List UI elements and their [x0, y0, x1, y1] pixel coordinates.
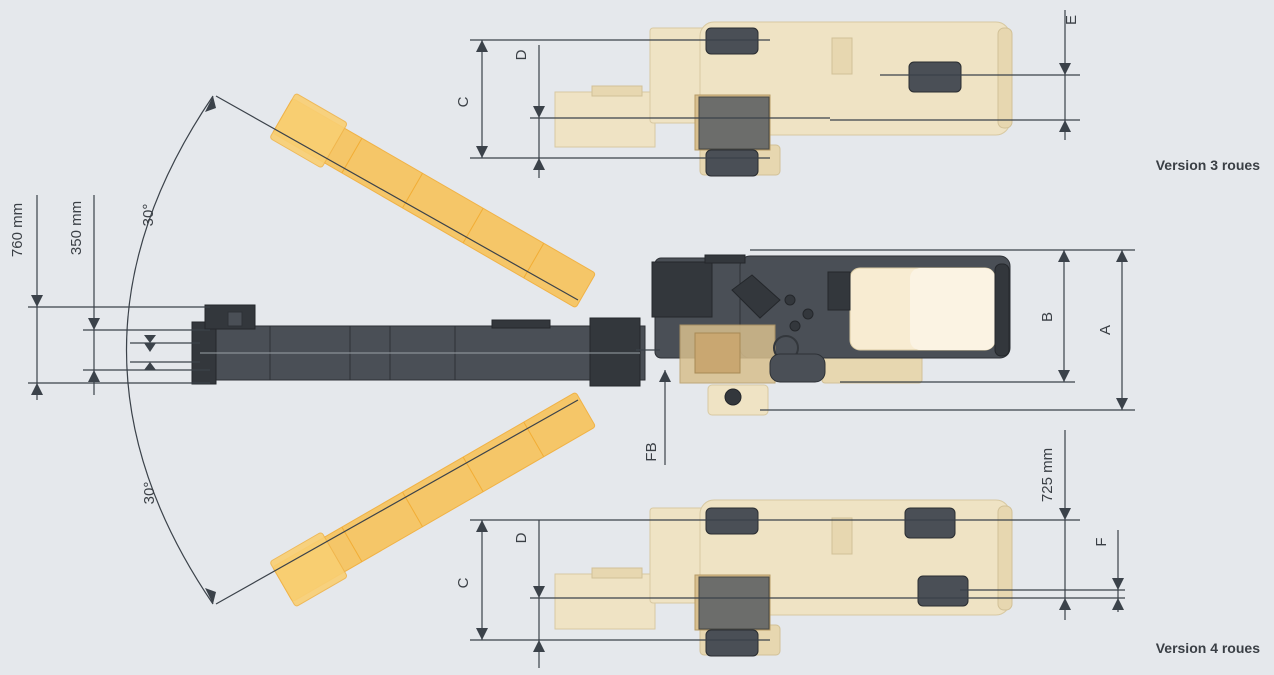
- label-e: E: [1063, 15, 1080, 25]
- dimensions-bottom: [470, 430, 1125, 668]
- boom-top-axis: [215, 95, 579, 301]
- label-fb: FB: [643, 442, 660, 461]
- dimensions-center: [636, 249, 1135, 465]
- label-760: 760 mm: [9, 203, 26, 257]
- dimensions-left: [28, 195, 210, 400]
- label-350: 350 mm: [68, 201, 85, 255]
- center-machine: [651, 254, 1011, 416]
- main-boom: [191, 304, 646, 387]
- label-angle-bottom: 30°: [141, 482, 158, 505]
- top-machine-3-wheels: [554, 21, 1013, 177]
- label-d-bottom: D: [513, 532, 530, 543]
- version-3-label: Version 3 roues: [1156, 157, 1260, 173]
- boom-swing-bottom: [270, 392, 596, 607]
- dimensions-top: [470, 10, 1080, 178]
- version-4-label: Version 4 roues: [1156, 640, 1260, 656]
- bottom-machine-4-wheels: [554, 499, 1013, 657]
- label-c-top: C: [455, 96, 472, 107]
- label-c-bottom: C: [455, 577, 472, 588]
- boom-bottom-axis: [215, 399, 579, 605]
- boom-swing-top: [270, 93, 596, 308]
- label-d-top: D: [513, 49, 530, 60]
- label-f: F: [1093, 537, 1110, 546]
- label-b: B: [1039, 312, 1056, 322]
- swing-arc: [126, 95, 216, 605]
- label-angle-top: 30°: [140, 204, 157, 227]
- label-725: 725 mm: [1039, 448, 1056, 502]
- label-a: A: [1097, 325, 1114, 335]
